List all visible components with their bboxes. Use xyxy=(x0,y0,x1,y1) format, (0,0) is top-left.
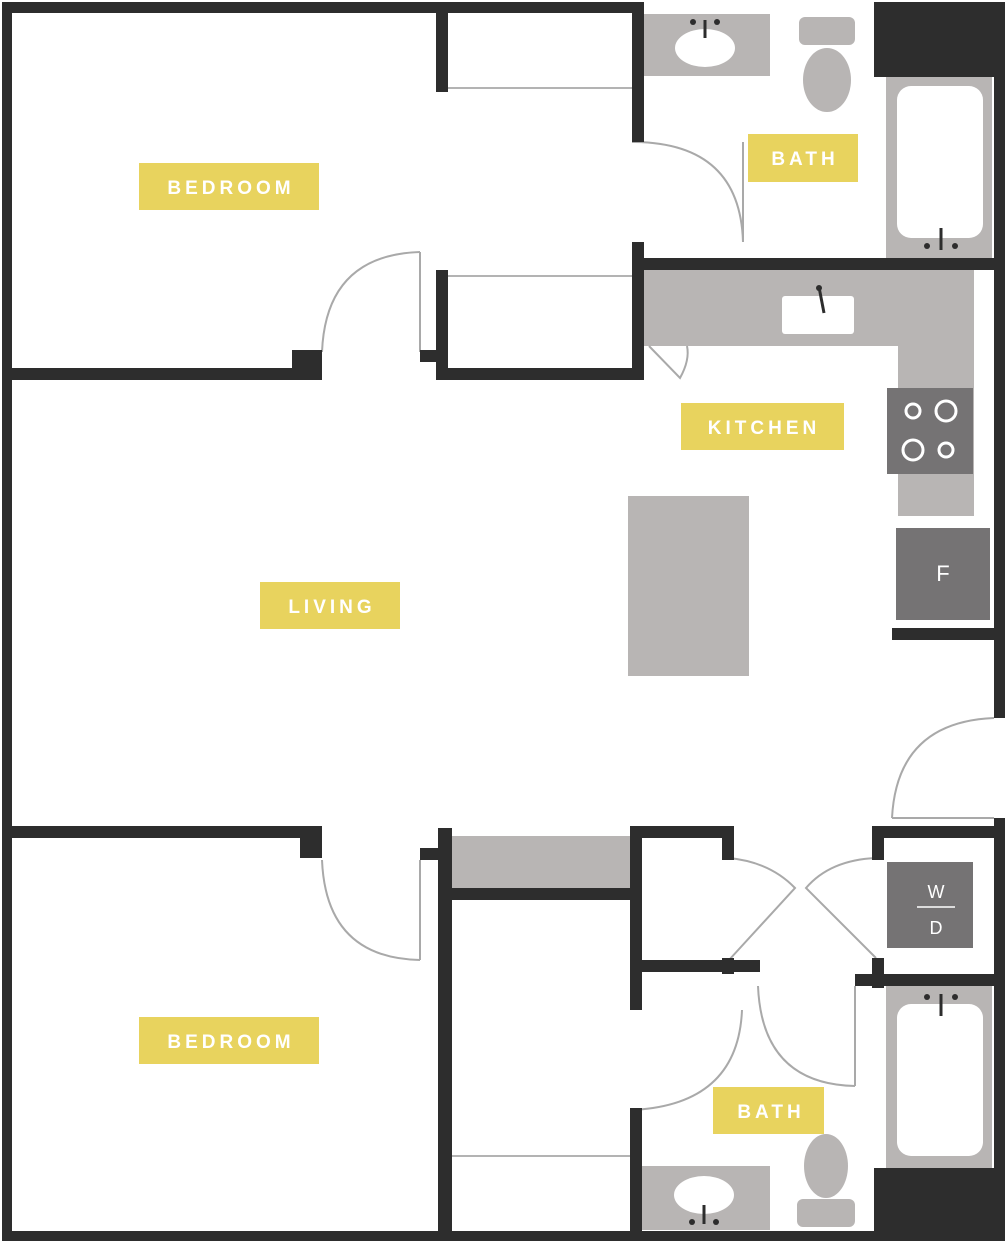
bottom-bath-toilet-icon xyxy=(797,1134,855,1227)
dryer-label: D xyxy=(930,918,943,938)
label-bath-top-text: BATH xyxy=(771,149,838,170)
label-kitchen-text: KITCHEN xyxy=(708,418,820,439)
bottom-bath-vanity-icon xyxy=(642,1166,770,1230)
label-bedroom-top: BEDROOM xyxy=(139,163,319,210)
label-bath-bottom-text: BATH xyxy=(737,1102,804,1123)
label-kitchen: KITCHEN xyxy=(681,403,844,450)
hall-closet-shelf xyxy=(452,836,632,888)
label-bedroom-bottom: BEDROOM xyxy=(139,1017,319,1064)
washer-dryer-icon: W D xyxy=(887,862,973,948)
label-living-text: LIVING xyxy=(288,597,375,618)
fridge-label: F xyxy=(936,561,949,586)
washer-label: W xyxy=(928,882,945,902)
kitchen-island xyxy=(628,496,749,676)
fridge-icon: F xyxy=(894,526,992,622)
label-bath-top: BATH xyxy=(748,134,858,182)
top-bath-vanity-icon xyxy=(642,14,770,76)
top-bath-tub-icon xyxy=(886,76,992,258)
stove-icon xyxy=(887,388,973,474)
top-bath-toilet-icon xyxy=(799,17,855,112)
label-living: LIVING xyxy=(260,582,400,629)
kitchen-sink-icon xyxy=(782,285,854,334)
label-bath-bottom: BATH xyxy=(713,1087,824,1134)
label-bedroom-bottom-text: BEDROOM xyxy=(167,1032,294,1053)
door-swings xyxy=(321,87,995,1157)
bottom-bath-tub-icon xyxy=(886,986,992,1168)
label-bedroom-top-text: BEDROOM xyxy=(167,178,294,199)
